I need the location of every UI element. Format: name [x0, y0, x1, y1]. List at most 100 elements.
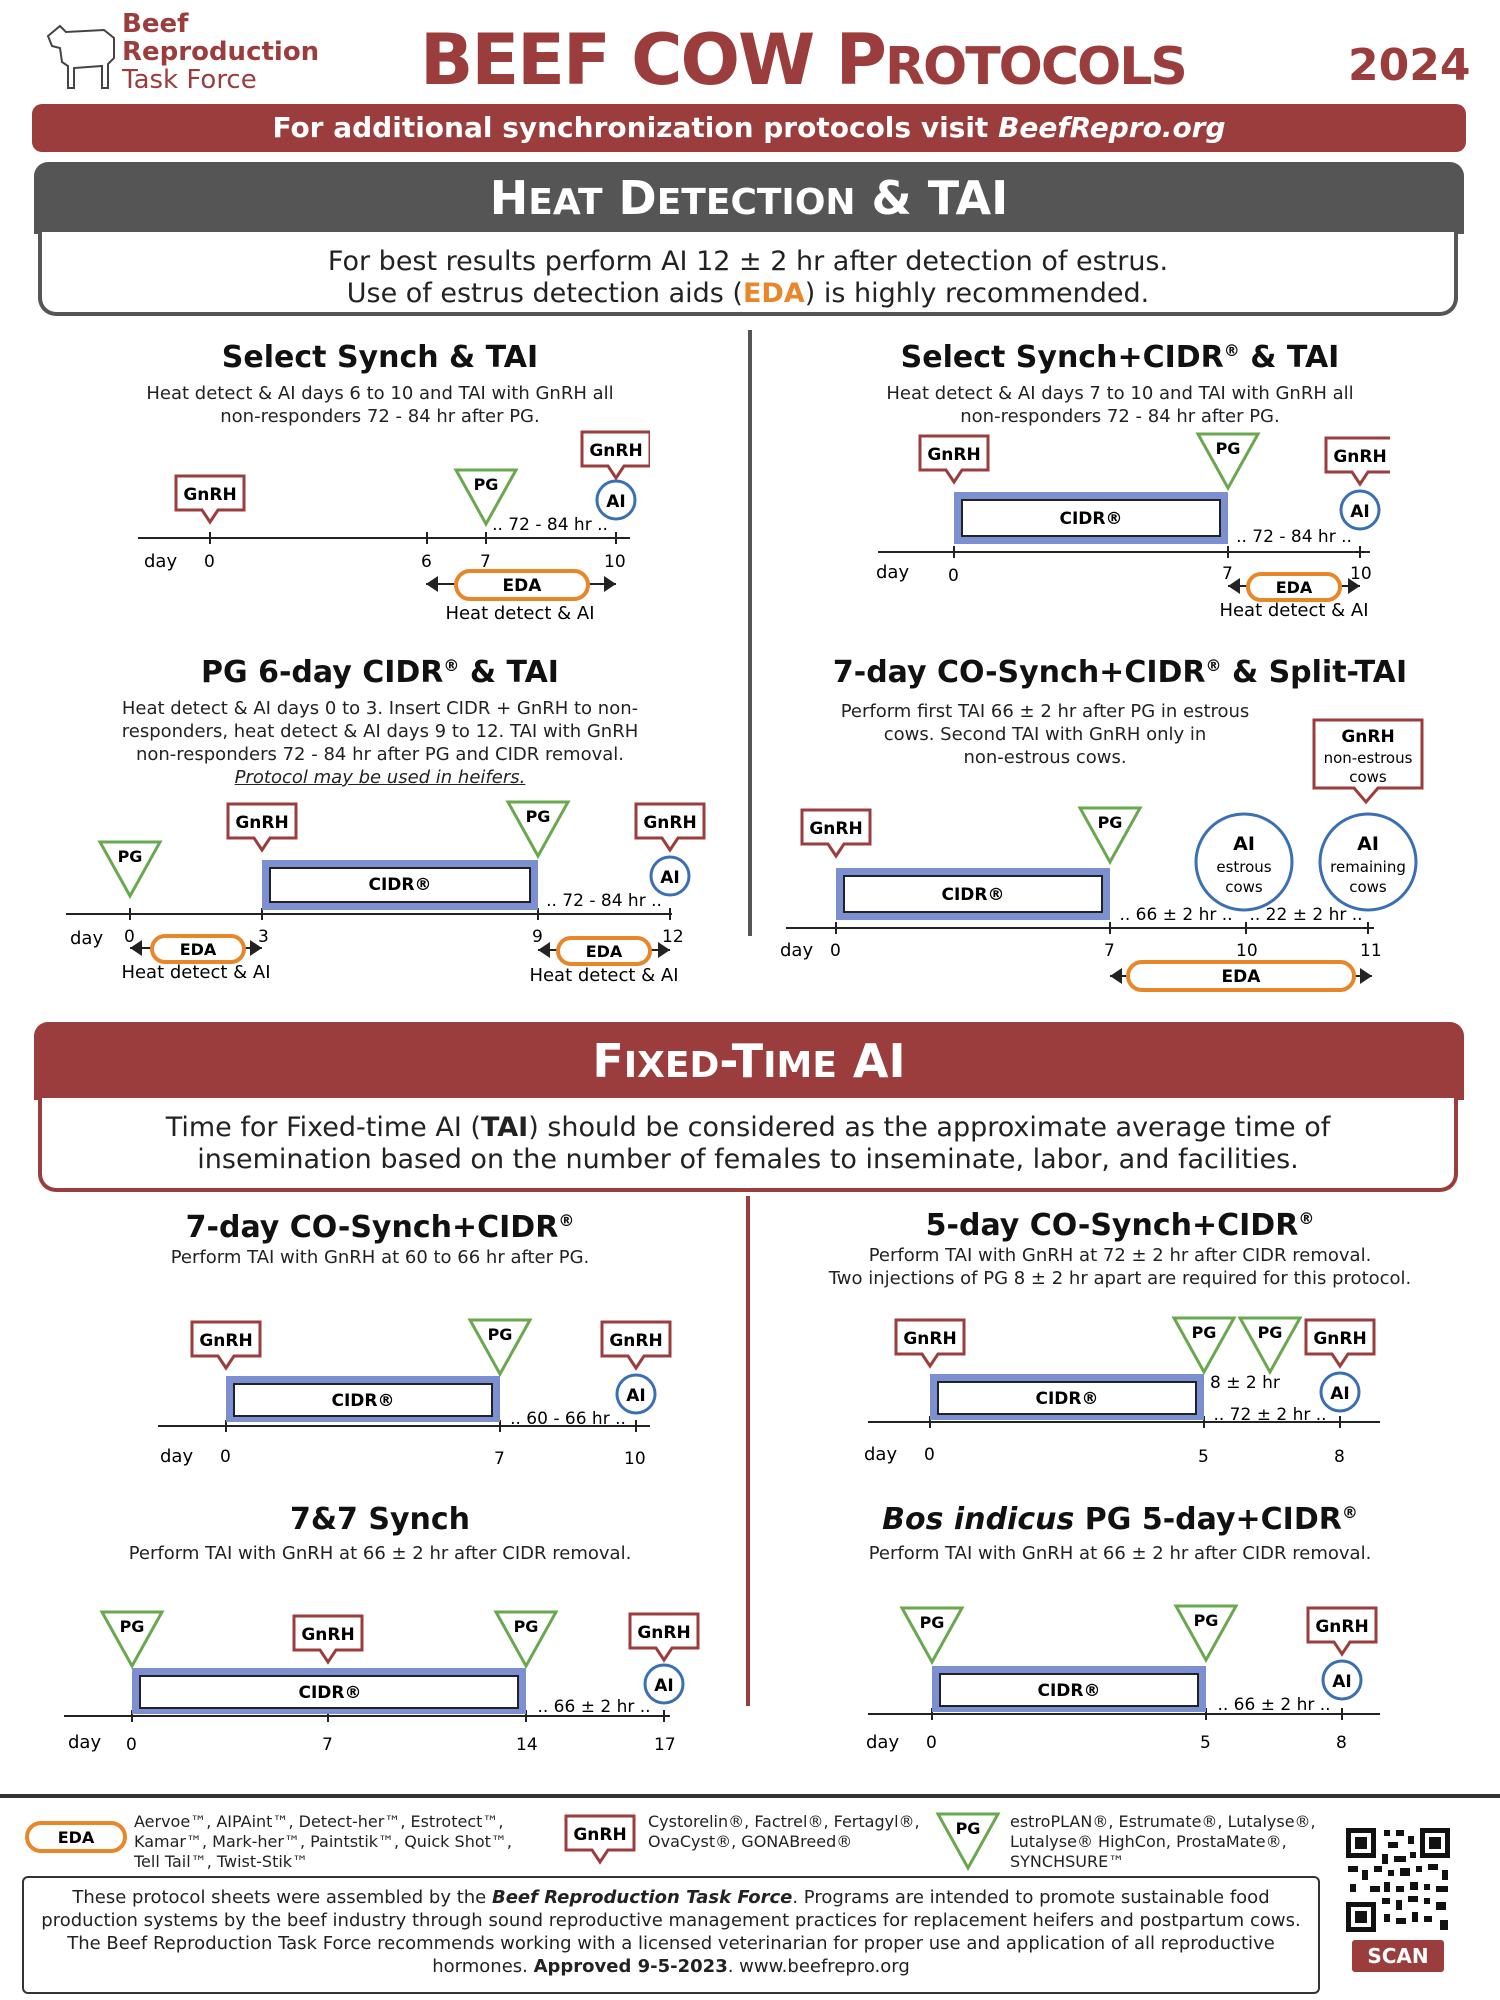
- p1-gnrh-2-label: GnRH: [589, 441, 642, 461]
- p3-gnrh-2-label: GnRH: [643, 813, 696, 833]
- p6-day-label: day: [864, 1444, 897, 1465]
- p1-day-label: day: [144, 551, 177, 572]
- p8-title-sup: ®: [1341, 1503, 1358, 1522]
- heat-note: For best results perform AI 12 ± 2 hr af…: [38, 232, 1458, 316]
- p8-gnrh-label: GnRH: [1315, 1617, 1368, 1637]
- logo-line3: Task Force: [122, 65, 257, 95]
- p6-ai-label: AI: [1330, 1384, 1349, 1404]
- hn2-eda: EDA: [742, 278, 805, 309]
- p1-d7: 7: [480, 552, 491, 572]
- p4-pg-label: PG: [1098, 813, 1123, 832]
- footer-org: Beef Reproduction Task Force: [491, 1887, 793, 1908]
- p5-d10: 10: [624, 1449, 646, 1469]
- p4-title-sup: ®: [1205, 656, 1222, 675]
- ht-b: EAT: [528, 182, 603, 223]
- p1-desc: Heat detect & AI days 6 to 10 and TAI wi…: [40, 382, 720, 428]
- p2-interval: .. 72 - 84 hr ..: [1236, 527, 1352, 547]
- legend-pg-products: estroPLAN®, Estrumate®, Lutalyse®,Lutaly…: [1010, 1812, 1330, 1872]
- p4-d0: 0: [830, 941, 841, 961]
- p6-gnrh-1-label: GnRH: [903, 1329, 956, 1349]
- footer-approved: Approved 9-5-2023: [533, 1956, 728, 1977]
- p2-heat-ai: Heat detect & AI: [1219, 600, 1368, 621]
- p1-title: Select Synch & TAI: [221, 340, 539, 375]
- p8-title: Bos indicus PG 5-day+CIDR®: [770, 1502, 1470, 1537]
- p8-pg-2: PG: [1173, 1604, 1239, 1664]
- p1-gnrh-1-label: GnRH: [183, 485, 236, 505]
- heat-note-line2: Use of estrus detection aids (EDA) is hi…: [42, 278, 1454, 310]
- banner-link[interactable]: For additional synchronization protocols…: [32, 104, 1466, 152]
- fixed-note-line1: Time for Fixed-time AI (TAI) should be c…: [42, 1112, 1454, 1144]
- p7-ai: AI: [643, 1663, 685, 1705]
- p6-gnrh-2: GnRH: [1304, 1318, 1376, 1369]
- p3-title: PG 6-day CIDR® & TAI: [40, 655, 720, 690]
- p2-title-post: & TAI: [1239, 340, 1340, 375]
- p5-interval: .. 60 - 66 hr ..: [510, 1409, 626, 1429]
- p3-pg-1-label: PG: [118, 847, 143, 866]
- p3-gnrh-2: GnRH: [634, 802, 706, 853]
- p4-desc1: Perform first TAI 66 ± 2 hr after PG in …: [840, 701, 1250, 722]
- legend-eda-products: Aervoe™, AIPAint™, Detect-her™, Estrotec…: [134, 1812, 544, 1872]
- p6-pg-2: PG: [1237, 1316, 1303, 1376]
- p3-pg-1: PG: [97, 840, 163, 900]
- p7-d0: 0: [126, 1735, 137, 1755]
- ht-a: H: [489, 171, 529, 225]
- leg-eda-2: Kamar™, Mark-her™, Paintstik™, Quick Sho…: [134, 1832, 512, 1851]
- fixed-divider: [746, 1196, 750, 1706]
- p2-gnrh-2: GnRH: [1324, 436, 1390, 487]
- p3-timeline: day 0 3 9 12 CIDR® PG GnRH PG GnRH AI ..…: [66, 800, 706, 986]
- p3-cidr: CIDR®: [262, 860, 538, 910]
- scan-button[interactable]: SCAN: [1352, 1940, 1444, 1972]
- p5-gnrh-1-label: GnRH: [199, 1331, 252, 1351]
- p4-title: 7-day CO-Synch+CIDR® & Split-TAI: [770, 655, 1470, 690]
- p3-desc4: Protocol may be used in heifers.: [234, 767, 526, 788]
- p3-d12: 12: [662, 927, 684, 947]
- p6-cidr-label: CIDR®: [1035, 1389, 1098, 1409]
- ft-c: -T: [719, 1034, 764, 1088]
- p1-heat-ai: Heat detect & AI: [445, 603, 594, 624]
- ft-b: IXED: [623, 1045, 720, 1086]
- p5-gnrh-1: GnRH: [190, 1320, 262, 1371]
- title-part2: ROTOCOLS: [884, 37, 1188, 97]
- ht-c: D: [602, 171, 657, 225]
- p5-timeline: day 0 7 10 CIDR® GnRH PG GnRH AI .. 60 -…: [158, 1318, 672, 1469]
- footer-mid: . Programs are intended to promote susta…: [41, 1887, 1301, 1977]
- p3-day-label: day: [70, 928, 103, 949]
- p4-ai-estrous-sub1: estrous: [1216, 858, 1271, 876]
- p1-gnrh-1: GnRH: [174, 474, 246, 525]
- p3-eda-2: EDA: [538, 936, 670, 966]
- p2-ai: AI: [1339, 489, 1381, 531]
- p6-pg-1-label: PG: [1192, 1323, 1217, 1342]
- leg-pg-2: Lutalyse® HighCon, ProstaMate®,: [1010, 1832, 1287, 1851]
- p2-pg-label: PG: [1216, 439, 1241, 458]
- p3-eda-1: EDA: [130, 934, 262, 964]
- p5-cidr: CIDR®: [226, 1376, 500, 1422]
- qr-code-icon[interactable]: [1344, 1826, 1452, 1934]
- p3-title-post: & TAI: [459, 655, 559, 690]
- footer-url[interactable]: . www.beefrepro.org: [727, 1956, 910, 1977]
- p4-ai-estrous-sub2: cows: [1225, 878, 1263, 896]
- p6-desc1: Perform TAI with GnRH at 72 ± 2 hr after…: [868, 1245, 1372, 1266]
- p4-timeline: day 0 7 10 11 CIDR® GnRH PG AIestrouscow…: [780, 718, 1424, 992]
- p3-title-sup: ®: [443, 656, 460, 675]
- p7-interval: .. 66 ± 2 hr ..: [537, 1697, 650, 1717]
- p1-interval: .. 72 - 84 hr ..: [492, 515, 608, 535]
- p7-pg-2-label: PG: [514, 1617, 539, 1636]
- p8-interval: .. 66 ± 2 hr ..: [1217, 1695, 1330, 1715]
- p2-title-main: Select Synch+CIDR: [900, 340, 1224, 375]
- p3-title-main: PG 6-day CIDR: [201, 655, 444, 690]
- fn1-pre: Time for Fixed-time AI (: [165, 1112, 481, 1143]
- leg-pg-1: estroPLAN®, Estrumate®, Lutalyse®,: [1010, 1812, 1316, 1831]
- p6-d8: 8: [1334, 1447, 1345, 1467]
- banner-url[interactable]: BeefRepro.org: [998, 111, 1226, 144]
- p8-d0: 0: [926, 1733, 937, 1753]
- p8-cidr: CIDR®: [932, 1666, 1206, 1712]
- fixed-note-line2: insemination based on the number of fema…: [197, 1144, 1299, 1175]
- p5-day-label: day: [160, 1446, 193, 1467]
- p1-desc2: non-responders 72 - 84 hr after PG.: [220, 406, 540, 427]
- p8-title-italic: Bos indicus: [882, 1502, 1075, 1537]
- hn2-pre: Use of estrus detection aids (: [346, 278, 743, 309]
- p1-pg: PG: [453, 468, 519, 528]
- p6-pg-1: PG: [1171, 1316, 1237, 1376]
- p1-d6: 6: [421, 552, 432, 572]
